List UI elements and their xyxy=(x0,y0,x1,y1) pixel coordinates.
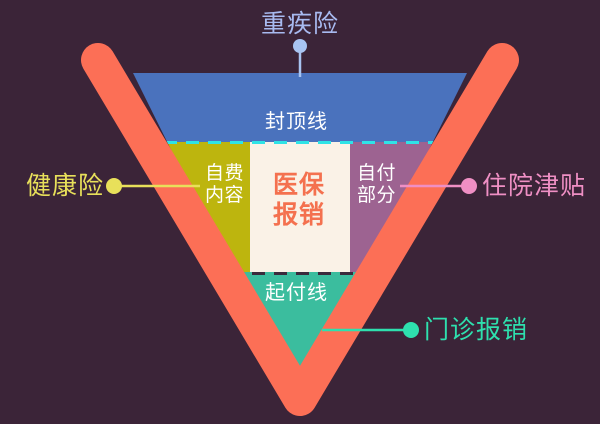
callout-label-critical-illness: 重疾险 xyxy=(261,10,340,38)
callout-label-health-insurance: 健康险 xyxy=(26,172,105,200)
connector-dot-hospital-allowance xyxy=(461,178,477,194)
column-label-self-paid-line2: 内容 xyxy=(205,185,245,207)
connector-dot-outpatient xyxy=(403,322,419,338)
column-label-out-of-pocket-line2: 部分 xyxy=(357,185,397,207)
band-label-deductible: 起付线 xyxy=(265,282,328,304)
column-label-reimbursement-line1: 医保 xyxy=(273,171,326,199)
band-label-ceiling: 封顶线 xyxy=(265,111,328,133)
connector-dot-critical-illness xyxy=(293,39,307,53)
column-label-self-paid: 自费 内容 xyxy=(205,163,244,208)
connector-dot-health-insurance xyxy=(106,178,122,194)
band-top-fill xyxy=(133,73,467,142)
column-label-out-of-pocket-line1: 自付 xyxy=(357,163,397,184)
column-label-reimbursement-line2: 报销 xyxy=(273,201,326,229)
column-reimbursement-fill xyxy=(250,142,350,272)
column-label-reimbursement: 医保 报销 xyxy=(273,170,325,230)
callout-label-outpatient: 门诊报销 xyxy=(424,316,529,344)
column-label-self-paid-line1: 自费 xyxy=(205,163,245,184)
callout-label-hospital-allowance: 住院津贴 xyxy=(482,172,587,200)
column-label-out-of-pocket: 自付 部分 xyxy=(357,163,396,208)
v-shape-stroke xyxy=(81,43,519,416)
